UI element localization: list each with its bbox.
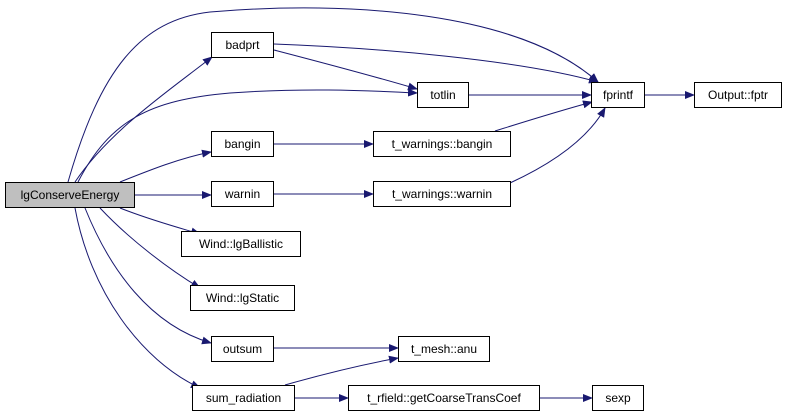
- edge-lgconserveenergy-to-wind-lgstatic: [99, 207, 201, 289]
- node-t-rfield-getcoarsetranscoef[interactable]: t_rfield::getCoarseTransCoef: [348, 385, 540, 411]
- edge-lgconserveenergy-to-sum-radiation: [74, 207, 201, 389]
- node-totlin[interactable]: totlin: [417, 82, 469, 108]
- edge-lgconserveenergy-to-fprintf: [67, 7, 599, 183]
- node-badprt[interactable]: badprt: [211, 32, 274, 58]
- node-output-fptr[interactable]: Output::fptr: [694, 82, 782, 108]
- edges-layer: [67, 7, 695, 402]
- edge-lgconserveenergy-to-totlin: [77, 88, 418, 183]
- node-lgconserveenergy: lgConserveEnergy: [5, 182, 135, 208]
- node-t-mesh-anu[interactable]: t_mesh::anu: [398, 336, 490, 362]
- edge-badprt-to-totlin: [273, 49, 418, 91]
- node-fprintf[interactable]: fprintf: [591, 82, 645, 108]
- edge-lgconserveenergy-to-bangin: [119, 149, 212, 183]
- node-bangin[interactable]: bangin: [211, 131, 274, 157]
- node-sexp[interactable]: sexp: [592, 385, 644, 411]
- node-wind-lgballistic[interactable]: Wind::lgBallistic: [181, 231, 301, 257]
- edge-lgconserveenergy-to-outsum: [84, 207, 212, 345]
- node-wind-lgstatic[interactable]: Wind::lgStatic: [190, 285, 295, 311]
- edge-t-warnings-warnin-to-fprintf: [509, 107, 606, 184]
- node-t-warnings-bangin[interactable]: t_warnings::bangin: [373, 131, 511, 157]
- edge-lgconserveenergy-to-badprt: [74, 56, 213, 183]
- edge-t-warnings-bangin-to-fprintf: [494, 100, 593, 132]
- edge-sum-radiation-to-t-mesh-anu: [284, 355, 399, 386]
- node-sum-radiation[interactable]: sum_radiation: [192, 385, 295, 411]
- edge-badprt-to-fprintf: [273, 43, 599, 84]
- node-t-warnings-warnin[interactable]: t_warnings::warnin: [373, 181, 511, 207]
- node-outsum[interactable]: outsum: [211, 336, 274, 362]
- node-warnin[interactable]: warnin: [211, 181, 274, 207]
